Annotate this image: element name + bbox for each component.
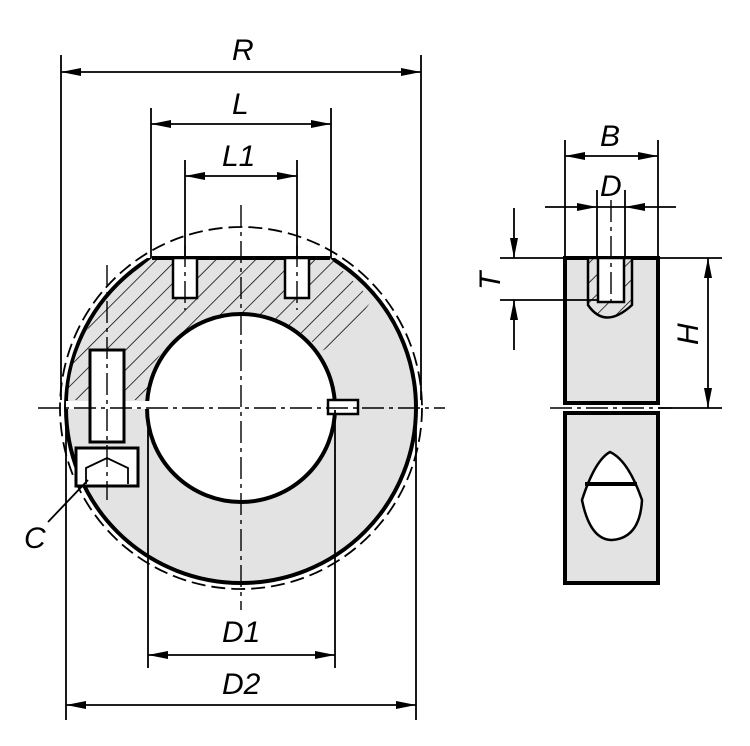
label-C: C (24, 522, 46, 555)
label-L1: L1 (222, 140, 255, 173)
label-D1: D1 (222, 616, 260, 649)
label-H: H (672, 323, 705, 345)
side-view (500, 140, 722, 585)
label-D: D (600, 170, 622, 203)
label-R: R (232, 34, 254, 67)
teardrop-window (580, 450, 644, 542)
front-view (38, 55, 445, 720)
label-T: T (474, 269, 507, 290)
slot (326, 398, 360, 416)
leader-C (47, 479, 89, 523)
label-D2: D2 (222, 668, 261, 701)
label-B: B (600, 120, 620, 153)
label-L: L (232, 88, 249, 121)
